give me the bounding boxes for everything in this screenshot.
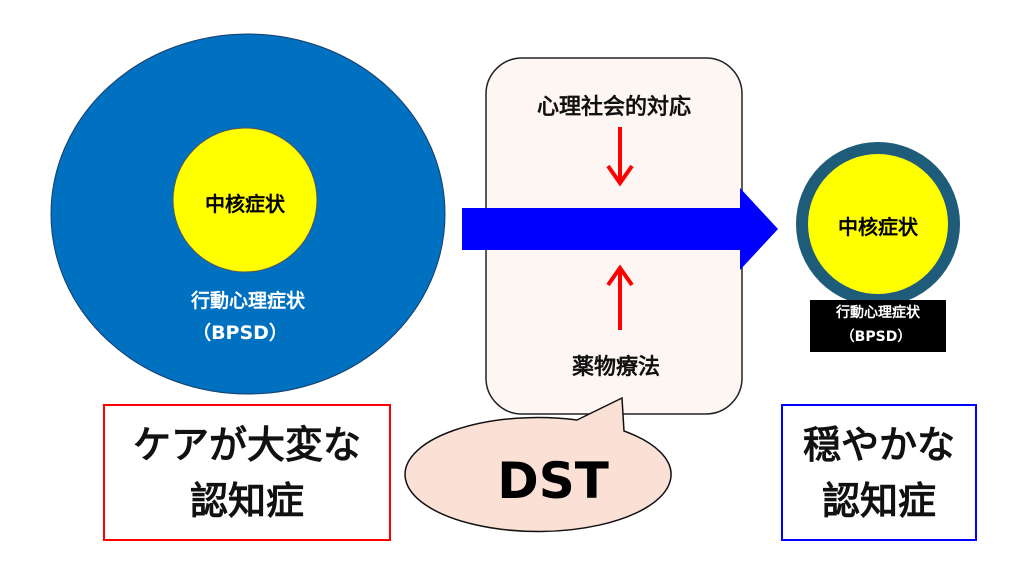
calm-dementia-line2: 認知症 [821, 478, 936, 523]
calm-dementia-box: 穏やかな 認知症 [781, 404, 977, 541]
core-symptom-left-label: 中核症状 [205, 192, 285, 216]
bpsd-right-abbrev: （BPSD） [840, 329, 912, 345]
bpsd-left-abbrev: （BPSD） [192, 322, 288, 344]
core-symptom-circle-left [172, 127, 318, 273]
difficult-dementia-line1: ケアが大変な [132, 422, 361, 467]
transition-arrow [462, 188, 778, 270]
core-symptom-right-label: 中核症状 [838, 215, 918, 239]
difficult-dementia-box: ケアが大変な 認知症 [103, 404, 391, 541]
down-arrow-red [606, 127, 634, 187]
up-arrow-red [606, 264, 634, 330]
difficult-dementia-line2: 認知症 [189, 478, 304, 523]
psychosocial-label: 心理社会的対応 [536, 95, 692, 120]
pharmacotherapy-label: 薬物療法 [571, 355, 661, 380]
calm-dementia-line1: 穏やかな [802, 422, 955, 467]
bpsd-right-label: 行動心理症状 [836, 305, 920, 321]
bpsd-left-label: 行動心理症状 [190, 290, 306, 312]
bpsd-small-label-bg [810, 300, 946, 352]
speech-bubble [404, 396, 672, 533]
dst-label: DST [497, 452, 609, 510]
